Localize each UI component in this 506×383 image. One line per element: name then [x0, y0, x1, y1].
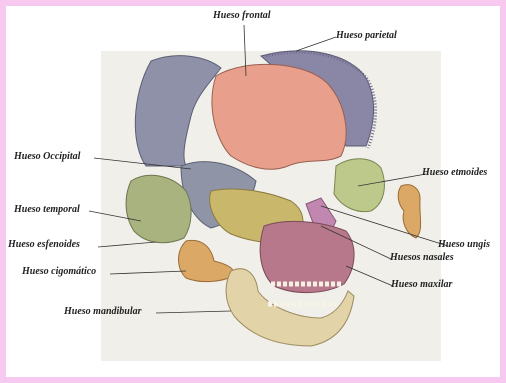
temporal-bone	[126, 175, 191, 242]
occipital-bone	[135, 56, 221, 166]
label-hueso-etmoides: Hueso etmoides	[422, 167, 487, 179]
exploded-skull-illustration	[6, 6, 500, 377]
illustration-frame: Hueso frontal Hueso parietal Hueso Occip…	[6, 6, 500, 377]
zygomatic-left-bone	[179, 240, 235, 281]
label-hueso-occipital: Hueso Occipital	[14, 151, 80, 163]
label-hueso-frontal: Hueso frontal	[213, 10, 271, 22]
label-huesos-nasales: Huesos nasales	[390, 252, 454, 264]
label-hueso-parietal: Hueso parietal	[336, 30, 397, 42]
label-hueso-temporal: Hueso temporal	[14, 204, 80, 216]
label-hueso-ungis: Hueso ungis	[438, 239, 490, 251]
ethmoid-bone	[334, 159, 384, 212]
label-hueso-mandibular: Hueso mandibular	[64, 306, 142, 318]
label-hueso-maxilar: Hueso maxilar	[391, 279, 452, 291]
zygomatic-right-bone	[398, 185, 420, 238]
label-hueso-esfenoides: Hueso esfenoides	[8, 239, 80, 251]
label-hueso-cigomatico: Hueso cigomático	[22, 266, 96, 278]
